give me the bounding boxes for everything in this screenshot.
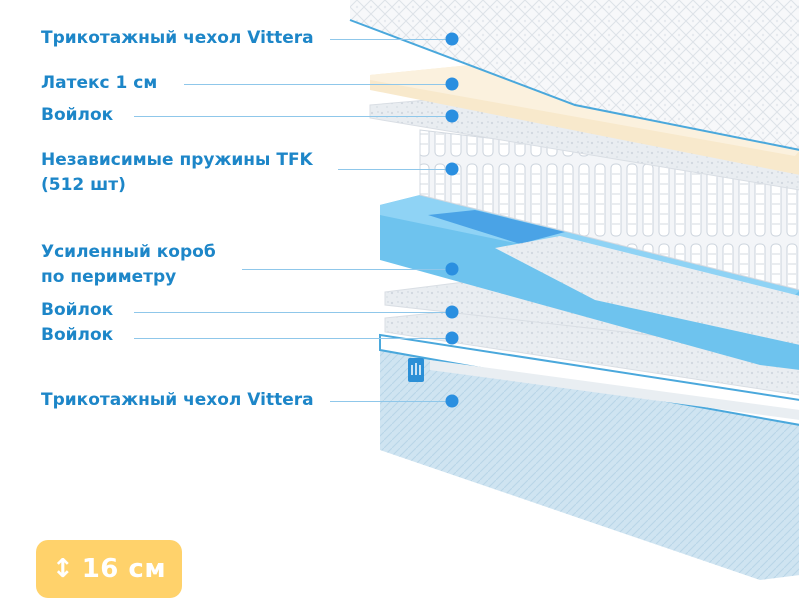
- leader-line-felt-3: [134, 338, 452, 339]
- top-cover-layer: [349, 0, 799, 151]
- leader-line-bottom-cover: [330, 401, 452, 402]
- marker-dot-felt-2: [445, 305, 459, 319]
- latex-layer: [370, 60, 799, 175]
- marker-dot-frame: [445, 262, 459, 276]
- label-felt-3: Войлок: [41, 325, 114, 345]
- label-latex: Латекс 1 см: [41, 73, 158, 93]
- marker-dot-top-cover: [445, 32, 459, 46]
- leader-line-felt-1: [134, 116, 452, 117]
- label-felt-1: Войлок: [41, 105, 114, 125]
- frame-layer: [380, 195, 799, 370]
- leader-line-felt-2: [134, 312, 452, 313]
- height-badge: ↕ 16 см: [36, 540, 182, 598]
- label-frame: Усиленный короб по периметру: [41, 242, 216, 287]
- label-springs: Независимые пружины TFK (512 шт): [41, 150, 313, 195]
- height-value: 16 см: [81, 554, 167, 584]
- marker-dot-felt-3: [445, 331, 459, 345]
- label-felt-2: Войлок: [41, 300, 114, 320]
- marker-dot-felt-1: [445, 109, 459, 123]
- label-bottom-cover: Трикотажный чехол Vittera: [41, 390, 314, 410]
- vertical-arrow-icon: ↕: [51, 554, 74, 584]
- marker-dot-latex: [445, 77, 459, 91]
- marker-dot-springs: [445, 162, 459, 176]
- leader-line-top-cover: [330, 39, 452, 40]
- marker-dot-bottom-cover: [445, 394, 459, 408]
- bottom-cover-layer: [379, 333, 799, 580]
- label-top-cover: Трикотажный чехол Vittera: [41, 28, 314, 48]
- leader-line-frame: [242, 269, 452, 270]
- leader-line-latex: [184, 84, 452, 85]
- leader-line-springs: [338, 169, 452, 170]
